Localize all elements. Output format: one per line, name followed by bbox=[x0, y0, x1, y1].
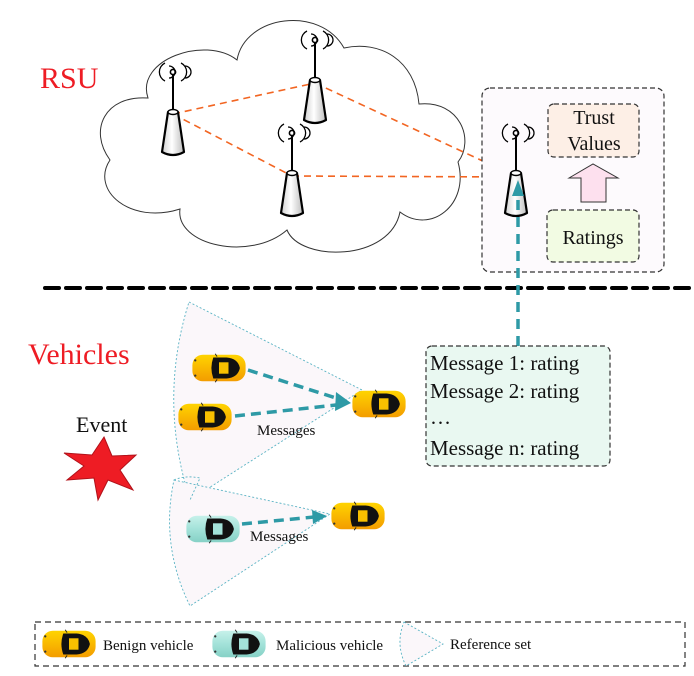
benign-car-icon bbox=[178, 402, 232, 432]
message-arrow bbox=[234, 403, 337, 418]
vehicles-section-label: Vehicles bbox=[28, 338, 130, 371]
reference-set-sector bbox=[169, 479, 332, 607]
rsu-link bbox=[172, 113, 293, 177]
legend-benign-label: Benign vehicle bbox=[103, 638, 194, 654]
benign-car-icon bbox=[192, 353, 246, 383]
message-line: … bbox=[430, 405, 451, 429]
legend-box bbox=[34, 621, 686, 667]
benign-car-icon bbox=[352, 389, 406, 419]
upload-arrowhead-icon bbox=[512, 180, 524, 196]
legend-malicious-label: Malicious vehicle bbox=[276, 638, 383, 654]
upward-arrow-icon bbox=[567, 163, 620, 203]
legend-icons bbox=[42, 629, 266, 659]
legend-reference-set-label: Reference set bbox=[450, 637, 532, 653]
ratings-label: Ratings bbox=[562, 227, 623, 249]
rsu-link bbox=[172, 82, 316, 115]
malicious-car-icon bbox=[212, 629, 266, 659]
arrowhead-icon bbox=[335, 392, 351, 411]
message-ratings-box bbox=[425, 345, 611, 467]
reference-set-sector bbox=[173, 301, 363, 501]
ratings-box bbox=[546, 209, 640, 263]
message-line: Message 1: rating bbox=[430, 351, 580, 375]
event-label: Event bbox=[76, 412, 127, 437]
trust-values-label-line1: Trust bbox=[573, 107, 615, 129]
arrowhead-icon bbox=[312, 510, 327, 524]
malicious-car-icon bbox=[186, 514, 240, 544]
message-line: Message 2: rating bbox=[430, 379, 580, 403]
benign-car-icon bbox=[42, 629, 96, 659]
messages-label-lower: Messages bbox=[250, 529, 308, 545]
rsu-section-label: RSU bbox=[40, 62, 99, 95]
event-star-icon bbox=[63, 435, 138, 502]
trust-values-box bbox=[547, 103, 640, 158]
legend-reference-set-icon bbox=[399, 621, 444, 667]
trust-values-label-line2: Values bbox=[567, 133, 621, 155]
rsu-link bbox=[291, 175, 516, 178]
benign-car-icon bbox=[331, 501, 385, 531]
message-arrow bbox=[241, 515, 315, 526]
vehicles bbox=[178, 353, 406, 544]
messages-label-upper: Messages bbox=[257, 423, 315, 439]
message-line: Message n: rating bbox=[430, 436, 580, 460]
rsu-cloud bbox=[99, 20, 466, 253]
